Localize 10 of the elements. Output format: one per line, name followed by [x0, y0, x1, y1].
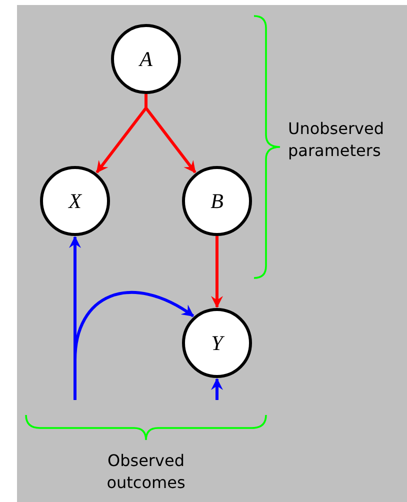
- variable-label: X: [68, 190, 82, 212]
- variable-label: B: [210, 190, 224, 212]
- variable-label: Y: [211, 332, 223, 354]
- arrow: [74, 291, 194, 400]
- variable-label: A: [140, 48, 152, 70]
- brace-label: Observed outcomes: [106, 450, 186, 494]
- brace-label: Unobserved parameters: [288, 118, 386, 162]
- arrow: [144, 94, 196, 174]
- arrow: [211, 378, 223, 400]
- arrow: [211, 236, 223, 308]
